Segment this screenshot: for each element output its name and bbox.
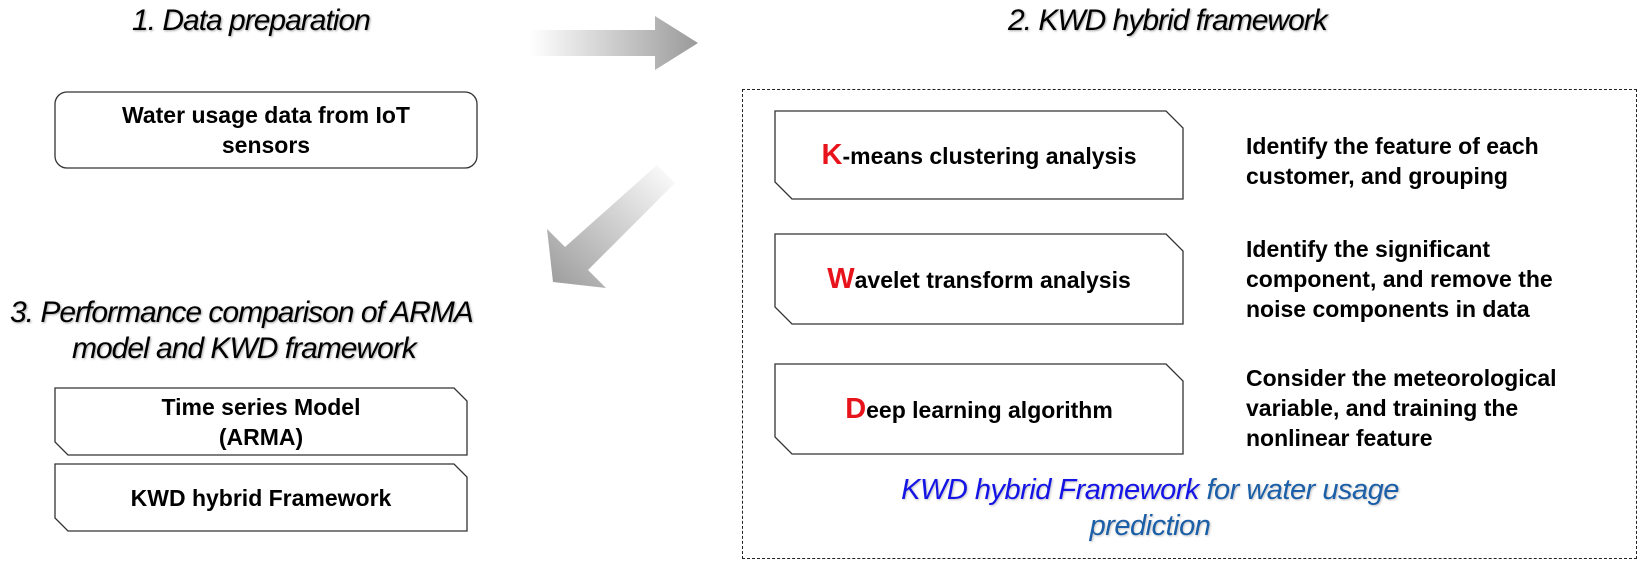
arma-model-line2: (ARMA) xyxy=(218,423,304,450)
deep-learning-description-line2: variable, and training the xyxy=(1246,395,1519,421)
heading-performance-comparison-line2: model and KWD framework xyxy=(72,332,417,365)
caption-part2: for water usage xyxy=(1198,474,1399,506)
arma-model-box: Time series Model (ARMA) xyxy=(54,387,468,456)
wavelet-description-line3: noise components in data xyxy=(1246,296,1530,322)
right-arrow-icon xyxy=(530,16,698,70)
wavelet-initial: W xyxy=(827,262,855,295)
wavelet-description-line1: Identify the significant xyxy=(1246,236,1491,262)
deep-learning-description-line1: Consider the meteorological xyxy=(1246,365,1557,391)
heading-data-preparation: 1. Data preparation xyxy=(132,4,371,37)
framework-container xyxy=(742,89,1637,559)
caption-line2: prediction xyxy=(1089,510,1211,542)
deep-learning-label: eep learning algorithm xyxy=(866,396,1113,423)
deep-learning-description-line3: nonlinear feature xyxy=(1246,425,1433,451)
kmeans-label: -means clustering analysis xyxy=(842,142,1137,169)
heading-kwd-framework: 2. KWD hybrid framework xyxy=(1008,4,1328,37)
kmeans-description-line2: customer, and grouping xyxy=(1246,163,1508,189)
kwd-framework-label: KWD hybrid Framework xyxy=(130,484,392,511)
caption-part1: KWD hybrid Framework xyxy=(901,474,1199,506)
deep-learning-initial: D xyxy=(845,392,867,425)
deep-learning-description: Consider the meteorological variable, an… xyxy=(1246,363,1557,453)
kmeans-initial: K xyxy=(821,138,843,171)
kmeans-description-line1: Identify the feature of each xyxy=(1246,133,1539,159)
data-source-text-line2: sensors xyxy=(221,132,311,158)
deep-learning-box: Deep learning algorithm xyxy=(774,363,1184,455)
heading-performance-comparison-line1: 3. Performance comparison of ARMA xyxy=(10,296,474,329)
wavelet-label: avelet transform analysis xyxy=(854,266,1131,293)
arma-model-line1: Time series Model xyxy=(161,393,361,420)
data-source-box: Water usage data from IoT sensors xyxy=(54,91,478,169)
data-source-text-line1: Water usage data from IoT xyxy=(122,102,410,128)
framework-caption: KWD hybrid Framework for water usage pre… xyxy=(860,472,1440,544)
wavelet-box: Wavelet transform analysis xyxy=(774,233,1184,325)
wavelet-description-line2: component, and remove the xyxy=(1246,266,1553,292)
kmeans-description: Identify the feature of each customer, a… xyxy=(1246,131,1539,191)
down-left-arrow-icon xyxy=(547,165,675,288)
kmeans-box: K-means clustering analysis xyxy=(774,110,1184,200)
wavelet-description: Identify the significant component, and … xyxy=(1246,234,1553,324)
kwd-framework-box: KWD hybrid Framework xyxy=(54,463,468,532)
